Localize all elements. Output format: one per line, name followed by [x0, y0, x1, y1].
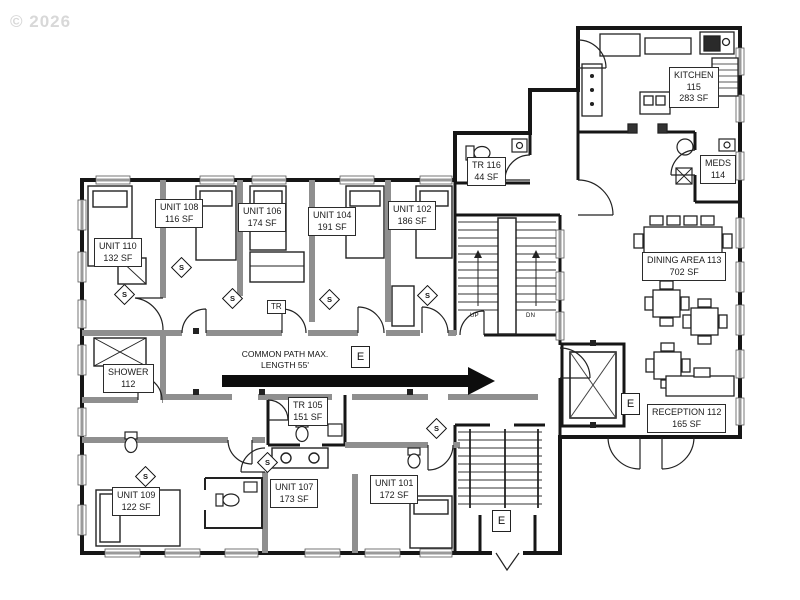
- stair-dn-label: DN: [526, 313, 536, 319]
- common-path-arrow: [222, 367, 495, 395]
- dining-furniture: [633, 215, 735, 397]
- copyright-watermark: © 2026: [10, 12, 72, 31]
- room-label-tr: TR: [267, 300, 286, 315]
- doors: [134, 39, 696, 473]
- stair-up-label: UP: [470, 313, 479, 319]
- stair-upper: [458, 217, 556, 335]
- stair-lower: [458, 429, 542, 572]
- windows: [77, 47, 745, 558]
- exit-marker-stair: E: [492, 510, 511, 532]
- elevator: [560, 340, 626, 428]
- common-path-line1: COMMON PATH MAX.: [241, 349, 329, 359]
- exit-marker-corridor: E: [351, 346, 370, 368]
- exit-marker-reception: E: [621, 393, 640, 415]
- kitchen-fixtures: [581, 31, 739, 134]
- interior-walls: [266, 90, 740, 553]
- exterior-walls: [80, 26, 742, 555]
- common-path-note: COMMON PATH MAX. LENGTH 55': [225, 349, 345, 371]
- wall-devices: [193, 328, 413, 395]
- common-path-line2: LENGTH 55': [261, 360, 309, 371]
